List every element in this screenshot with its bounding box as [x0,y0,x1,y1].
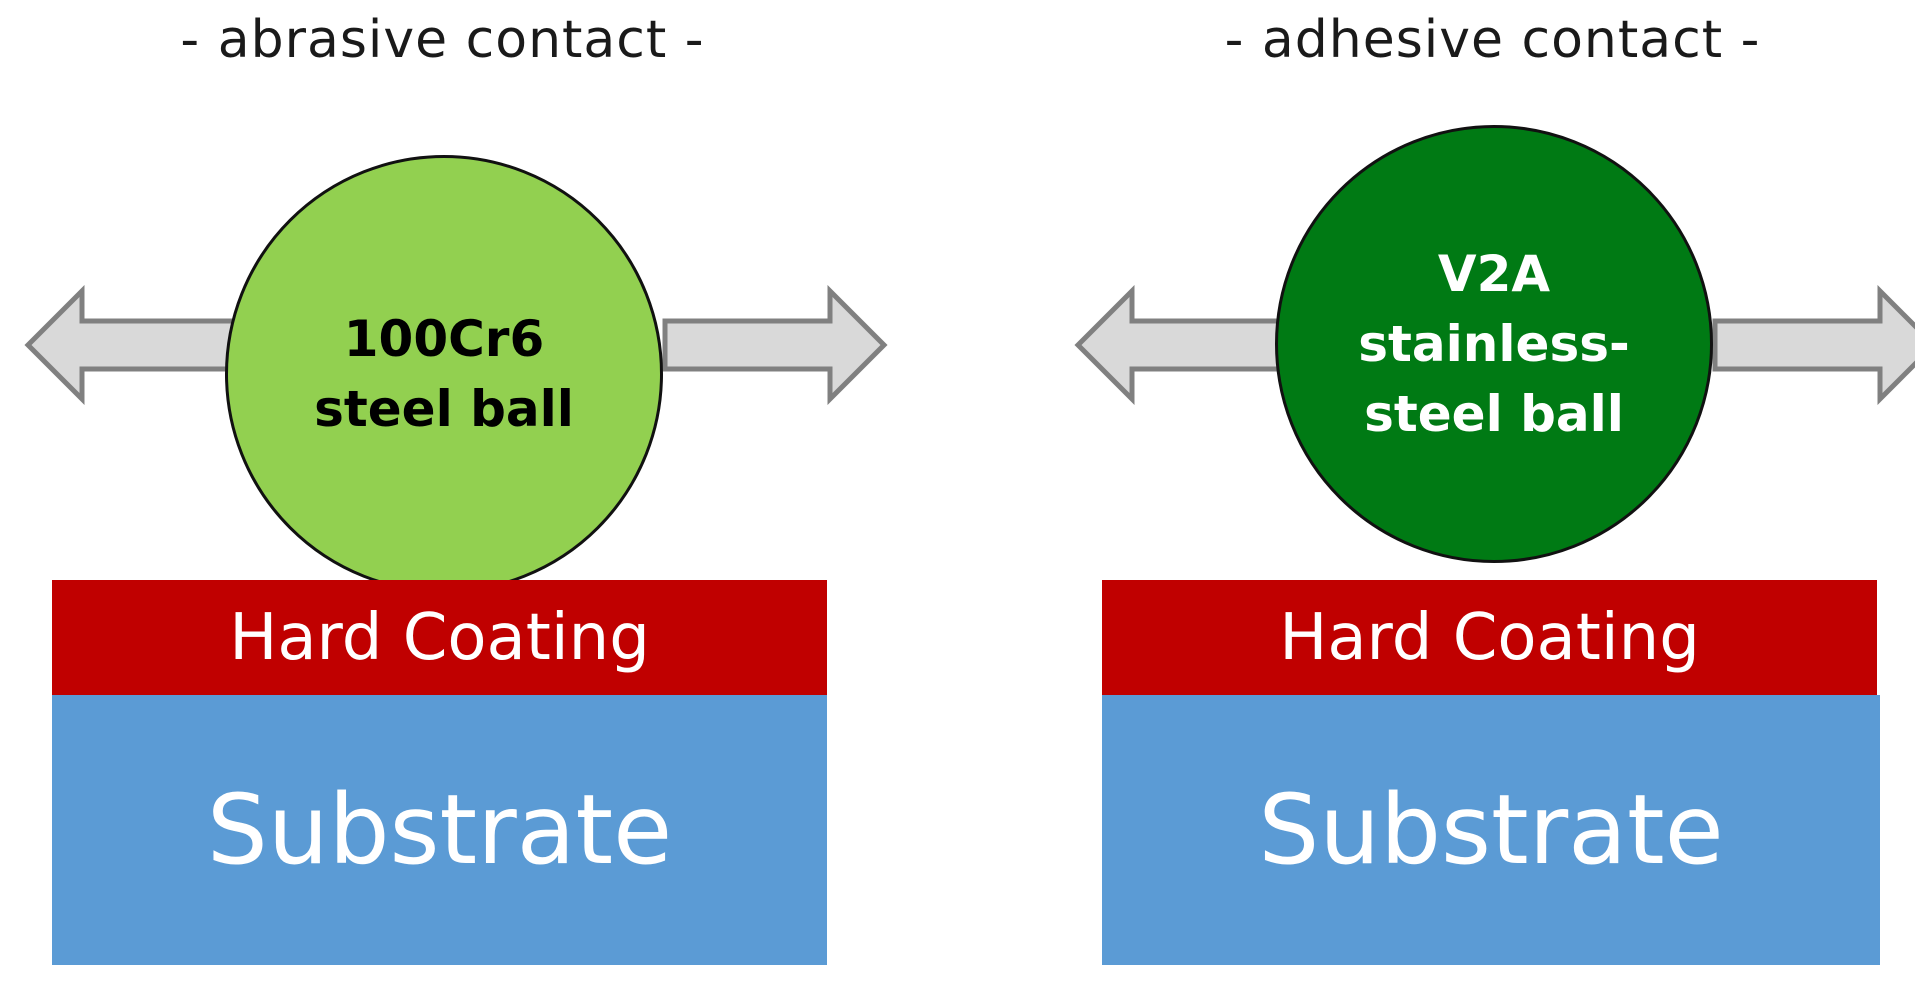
ball-label-line: steel ball [314,380,574,438]
arrow-left-icon [1074,285,1300,405]
stainless-steel-ball: V2A stainless- steel ball [1275,125,1713,563]
substrate-layer: Substrate [52,695,827,965]
hard-coating-label: Hard Coating [1279,600,1700,675]
ball-label-line: steel ball [1364,385,1624,443]
substrate-label: Substrate [206,774,673,886]
hard-coating-layer: Hard Coating [52,580,827,695]
arrow-left-icon [24,285,250,405]
ball-label-line: 100Cr6 [343,310,545,368]
ball-label-line: V2A [1437,245,1551,303]
abrasive-contact-panel: - abrasive contact - 100Cr6 steel ball H… [24,10,888,965]
hard-coating-label: Hard Coating [229,600,650,675]
substrate-label: Substrate [1258,774,1724,886]
steel-ball: 100Cr6 steel ball [225,155,663,593]
hard-coating-layer: Hard Coating [1102,580,1877,695]
arrow-right-icon [662,285,888,405]
adhesive-contact-panel: - adhesive contact - V2A stainless- stee… [1050,0,1915,997]
panel-title: - abrasive contact - [180,10,705,70]
ball-label-line: stainless- [1358,315,1630,373]
arrow-right-icon [1712,285,1915,405]
substrate-layer: Substrate [1102,695,1880,965]
panel-title: - adhesive contact - [1224,10,1761,70]
